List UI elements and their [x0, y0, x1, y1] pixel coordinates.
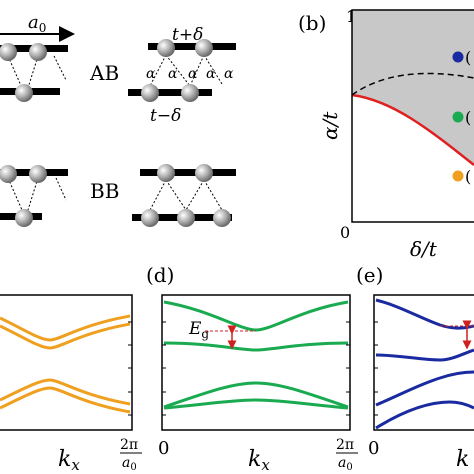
marker-mid-label: (	[465, 108, 471, 127]
structure-top-left	[0, 43, 68, 102]
lattice-constant-label: a0	[28, 12, 46, 35]
panel-a: a0 AB t+δ α α α	[0, 12, 236, 227]
panel-d-x-tick-zero: 0	[158, 438, 169, 459]
alpha-4: α	[206, 66, 216, 82]
panel-e-label: (e)	[356, 263, 383, 287]
panel-d-label: (d)	[146, 263, 174, 287]
ab-label: AB	[89, 61, 119, 85]
panel-e: (e) 0 k	[356, 263, 474, 472]
hop-upper-label: t+δ	[172, 25, 203, 45]
gapped-region	[352, 10, 474, 165]
phase-boundary	[351, 93, 474, 166]
alpha-1: α	[146, 66, 156, 82]
panel-c: kx 2π a0	[0, 294, 142, 474]
panel-c-x-tick-end-num: 2π	[120, 437, 138, 453]
panel-d-bands	[163, 300, 349, 410]
bb-label: BB	[90, 179, 119, 203]
panel-b-x-zero-tick: 0	[340, 223, 350, 242]
panel-c-x-tick-end-den: a0	[122, 455, 137, 473]
panel-d-x-tick-end-den: a0	[338, 455, 353, 473]
structure-ab: α α α α α	[128, 39, 236, 102]
marker-top	[452, 51, 464, 63]
structure-bottom-left	[0, 165, 68, 227]
structure-bb	[132, 164, 236, 227]
marker-mid	[452, 111, 464, 123]
panel-b-label: (b)	[298, 11, 326, 35]
alpha-3: α	[188, 66, 198, 82]
panel-b-y-top-tick: 1	[346, 7, 356, 26]
panel-b-frame	[351, 9, 474, 223]
panel-c-bands	[0, 314, 131, 414]
panel-e-x-axis-label: k	[456, 447, 469, 472]
panel-d-x-axis-label: kx	[248, 447, 270, 474]
panel-e-frame	[373, 294, 474, 431]
panel-e-bands	[375, 298, 474, 430]
panel-c-frame	[0, 294, 133, 431]
panel-b: (b) 1 0 α/t δ/t ( ( (	[298, 7, 474, 261]
alpha-2: α	[168, 66, 178, 82]
marker-low	[452, 170, 464, 182]
panel-b-x-axis-label: δ/t	[410, 237, 438, 261]
panel-d-x-tick-end-num: 2π	[336, 437, 354, 453]
dashed-boundary	[351, 72, 474, 96]
panel-e-x-tick-zero: 0	[368, 438, 379, 459]
hop-lower-label: t−δ	[150, 106, 181, 126]
panel-c-x-axis-label: kx	[58, 447, 80, 474]
panel-d-frame	[161, 294, 351, 431]
marker-low-label: (	[465, 167, 471, 186]
panel-b-y-axis-label: α/t	[318, 111, 342, 140]
gap-label: Eg	[188, 319, 209, 341]
panel-d: (d) Eg 0 kx 2π a0	[146, 263, 358, 474]
alpha-5: α	[224, 66, 234, 82]
marker-top-label: (	[465, 48, 471, 67]
